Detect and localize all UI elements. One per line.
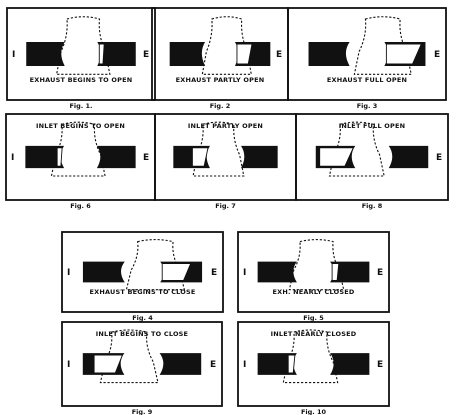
exhaust-mark: E [211, 268, 217, 278]
figure-caption: EXHAUST FULL OPEN [327, 76, 407, 84]
figure-frame [237, 231, 390, 313]
port-opening [236, 43, 253, 65]
figure-caption: EXH. NEARLY CLOSED [273, 288, 355, 296]
inlet-port [26, 42, 65, 66]
figure-caption: INLET NEARLY CLOSED [271, 330, 357, 338]
exhaust-mark: E [143, 50, 149, 60]
sliding-valve-outline [99, 329, 159, 384]
figure-frame [61, 231, 224, 313]
inlet-port [169, 42, 206, 66]
port-opening [161, 263, 192, 281]
figure-fig5: I E EXH. NEARLY CLOSED Fig. 5 [237, 231, 390, 322]
inlet-mark: I [67, 360, 70, 370]
figure-label: Fig. 9 [132, 408, 153, 415]
figure-caption: EXHAUST PARTLY OPEN [176, 76, 265, 84]
figure-label: Fig. 3 [357, 102, 378, 110]
port-opening [98, 43, 105, 65]
sliding-valve-outline [328, 121, 385, 177]
figure-fig9: I E INLET BEGINS TO CLOSE Fig. 9 [61, 321, 223, 415]
sliding-valve-outline [55, 16, 111, 75]
exhaust-mark: E [434, 50, 440, 60]
figure-label: Fig. 5 [303, 314, 324, 322]
inlet-mark: I [67, 268, 70, 278]
exhaust-mark: E [436, 153, 442, 163]
exhaust-port [97, 42, 136, 66]
figure-caption: INLET PARTLY OPEN [188, 122, 263, 130]
port-opening [319, 147, 354, 167]
figure-caption: EXHAUST BEGINS TO OPEN [30, 76, 133, 84]
exhaust-mark: E [210, 360, 216, 370]
port-opening [191, 147, 209, 167]
figure-label: Fig. 2 [210, 102, 231, 110]
figure-frame [295, 113, 449, 201]
figure-caption: EXHAUST BEGINS TO CLOSE [89, 288, 195, 296]
exhaust-mark: E [377, 268, 383, 278]
exhaust-port [159, 353, 202, 375]
figure-caption: INLET FULL OPEN [339, 122, 406, 130]
inlet-mark: I [11, 153, 14, 163]
exhaust-port [330, 261, 370, 283]
figure-fig1: I E EXHAUST BEGINS TO OPEN Fig. 1. [6, 7, 156, 110]
figure-frame [61, 321, 223, 407]
exhaust-port [241, 145, 278, 169]
port-opening [56, 147, 63, 167]
figure-fig6: I E INLET BEGINS TO OPEN Fig. 6 [5, 113, 156, 210]
figure-label: Fig. 1. [69, 102, 92, 110]
sliding-valve-outline [192, 121, 245, 177]
inlet-port [308, 42, 350, 66]
exhaust-port [96, 145, 136, 169]
figure-caption: INLET BEGINS TO OPEN [36, 122, 125, 130]
sliding-valve-outline [201, 16, 252, 75]
sliding-valve-outline [125, 239, 186, 291]
figure-label: Fig. 8 [362, 202, 383, 210]
figure-caption: INLET BEGINS TO CLOSE [96, 330, 188, 338]
figure-fig10: I E INLET NEARLY CLOSED Fig. 10 [237, 321, 390, 415]
figure-label: Fig. 6 [70, 202, 91, 210]
figure-label: Fig. 10 [301, 408, 327, 415]
figure-fig7: INLET PARTLY OPEN Fig. 7 [154, 113, 297, 210]
exhaust-port [330, 353, 370, 375]
figure-frame [237, 321, 390, 407]
exhaust-mark: E [143, 153, 149, 163]
figure-fig3: E EXHAUST FULL OPEN Fig. 3 [287, 7, 447, 110]
inlet-mark: I [243, 268, 246, 278]
figure-fig2: E EXHAUST PARTLY OPEN Fig. 2 [151, 7, 289, 110]
figure-label: Fig. 7 [215, 202, 236, 210]
inlet-port [257, 353, 297, 375]
inlet-mark: I [12, 50, 15, 60]
inlet-port [257, 261, 297, 283]
exhaust-port [388, 145, 429, 169]
exhaust-mark: E [276, 50, 282, 60]
port-opening [331, 263, 340, 281]
port-opening [385, 43, 422, 65]
figure-frame [287, 7, 447, 101]
figure-label: Fig. 4 [132, 314, 153, 322]
sliding-valve-outline [288, 239, 345, 291]
figure-fig4: I E EXHAUST BEGINS TO CLOSE Fig. 4 [61, 231, 224, 322]
sliding-valve-outline [353, 16, 412, 75]
inlet-mark: I [243, 360, 246, 370]
exhaust-mark: E [377, 360, 383, 370]
figure-frame [6, 7, 156, 101]
port-opening [287, 354, 296, 374]
figure-fig8: E INLET FULL OPEN Fig. 8 [295, 113, 449, 210]
port-opening [93, 354, 124, 374]
inlet-port [82, 261, 125, 283]
